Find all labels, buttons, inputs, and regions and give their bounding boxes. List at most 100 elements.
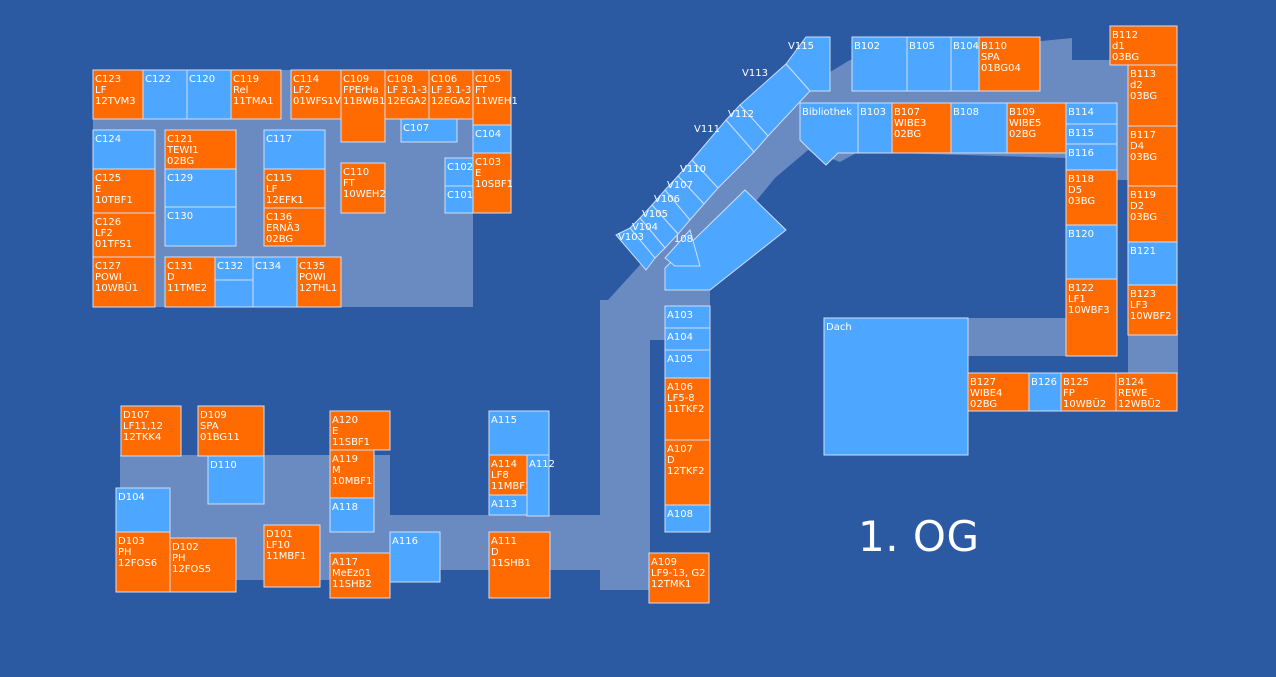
room-shape[interactable] <box>891 102 952 154</box>
room-shape[interactable] <box>1065 224 1118 280</box>
room-a112[interactable]: A112 <box>526 454 555 517</box>
room-shape[interactable] <box>851 36 908 92</box>
room-shape[interactable] <box>263 129 326 170</box>
room-b121[interactable]: B121 <box>1127 241 1178 286</box>
room-shape[interactable] <box>92 212 156 258</box>
room-shape[interactable] <box>664 349 711 379</box>
room-b103[interactable]: B103 <box>857 102 893 154</box>
room-b108[interactable]: B108 <box>950 102 1008 154</box>
room-shape[interactable] <box>290 69 342 120</box>
room-shape[interactable] <box>472 69 512 126</box>
room-shape[interactable] <box>164 206 237 247</box>
room-shape[interactable] <box>444 185 474 214</box>
room-shape[interactable] <box>950 102 1008 154</box>
room-shape[interactable] <box>120 405 182 457</box>
room-shape[interactable] <box>472 124 512 154</box>
room-shape[interactable] <box>329 449 375 499</box>
room-shape[interactable] <box>142 69 188 120</box>
room-shape[interactable] <box>1127 241 1178 286</box>
room-shape[interactable] <box>978 36 1041 92</box>
room-shape[interactable] <box>1127 185 1178 243</box>
room-shape[interactable] <box>950 36 980 92</box>
room-shape[interactable] <box>115 531 171 593</box>
room-shape[interactable] <box>664 439 711 506</box>
room-shape[interactable] <box>263 207 326 247</box>
room-shape[interactable] <box>1115 372 1178 412</box>
room-c120[interactable]: C120 <box>186 69 232 120</box>
room-shape[interactable] <box>169 537 237 593</box>
room-a108[interactable]: A108 <box>664 504 711 533</box>
room-d104[interactable]: D104 <box>115 487 171 533</box>
room-shape[interactable] <box>472 152 512 214</box>
room-shape[interactable] <box>92 256 156 308</box>
room-shape[interactable] <box>263 168 326 209</box>
room-shape[interactable] <box>329 552 391 599</box>
room-shape[interactable] <box>1109 25 1178 66</box>
room-shape[interactable] <box>444 157 474 187</box>
room-shape[interactable] <box>164 129 237 170</box>
room-shape[interactable] <box>384 69 430 120</box>
room-b102[interactable]: B102 <box>851 36 908 92</box>
room-c104[interactable]: C104 <box>472 124 512 154</box>
room-c124[interactable]: C124 <box>92 129 156 170</box>
room-b126[interactable]: B126 <box>1028 372 1062 412</box>
room-b120[interactable]: B120 <box>1065 224 1118 280</box>
room-c101[interactable]: C101 <box>444 185 474 214</box>
room-shape[interactable] <box>340 69 386 143</box>
room-shape[interactable] <box>967 372 1030 412</box>
room-shape[interactable] <box>488 531 551 599</box>
room-shape[interactable] <box>1060 372 1117 412</box>
room-b114[interactable]: B114 <box>1065 102 1118 125</box>
room-shape[interactable] <box>214 279 254 308</box>
room-shape[interactable] <box>823 317 969 456</box>
room-shape[interactable] <box>296 256 342 308</box>
room-shape[interactable] <box>92 168 156 214</box>
room-a118[interactable]: A118 <box>329 497 375 533</box>
room-c134[interactable]: C134 <box>252 256 298 308</box>
room-a116[interactable]: A116 <box>389 531 441 583</box>
room-shape[interactable] <box>92 69 144 120</box>
room-a115[interactable]: A115 <box>488 410 550 456</box>
room-shape[interactable] <box>186 69 232 120</box>
room-shape[interactable] <box>526 454 550 517</box>
room-shape[interactable] <box>615 227 656 271</box>
room-b116[interactable]: B116 <box>1065 143 1118 171</box>
room-shape[interactable] <box>1127 125 1178 187</box>
room-shape[interactable] <box>164 256 216 308</box>
room-shape[interactable] <box>906 36 952 92</box>
room-a105[interactable]: A105 <box>664 349 711 379</box>
room-shape[interactable] <box>164 168 237 208</box>
